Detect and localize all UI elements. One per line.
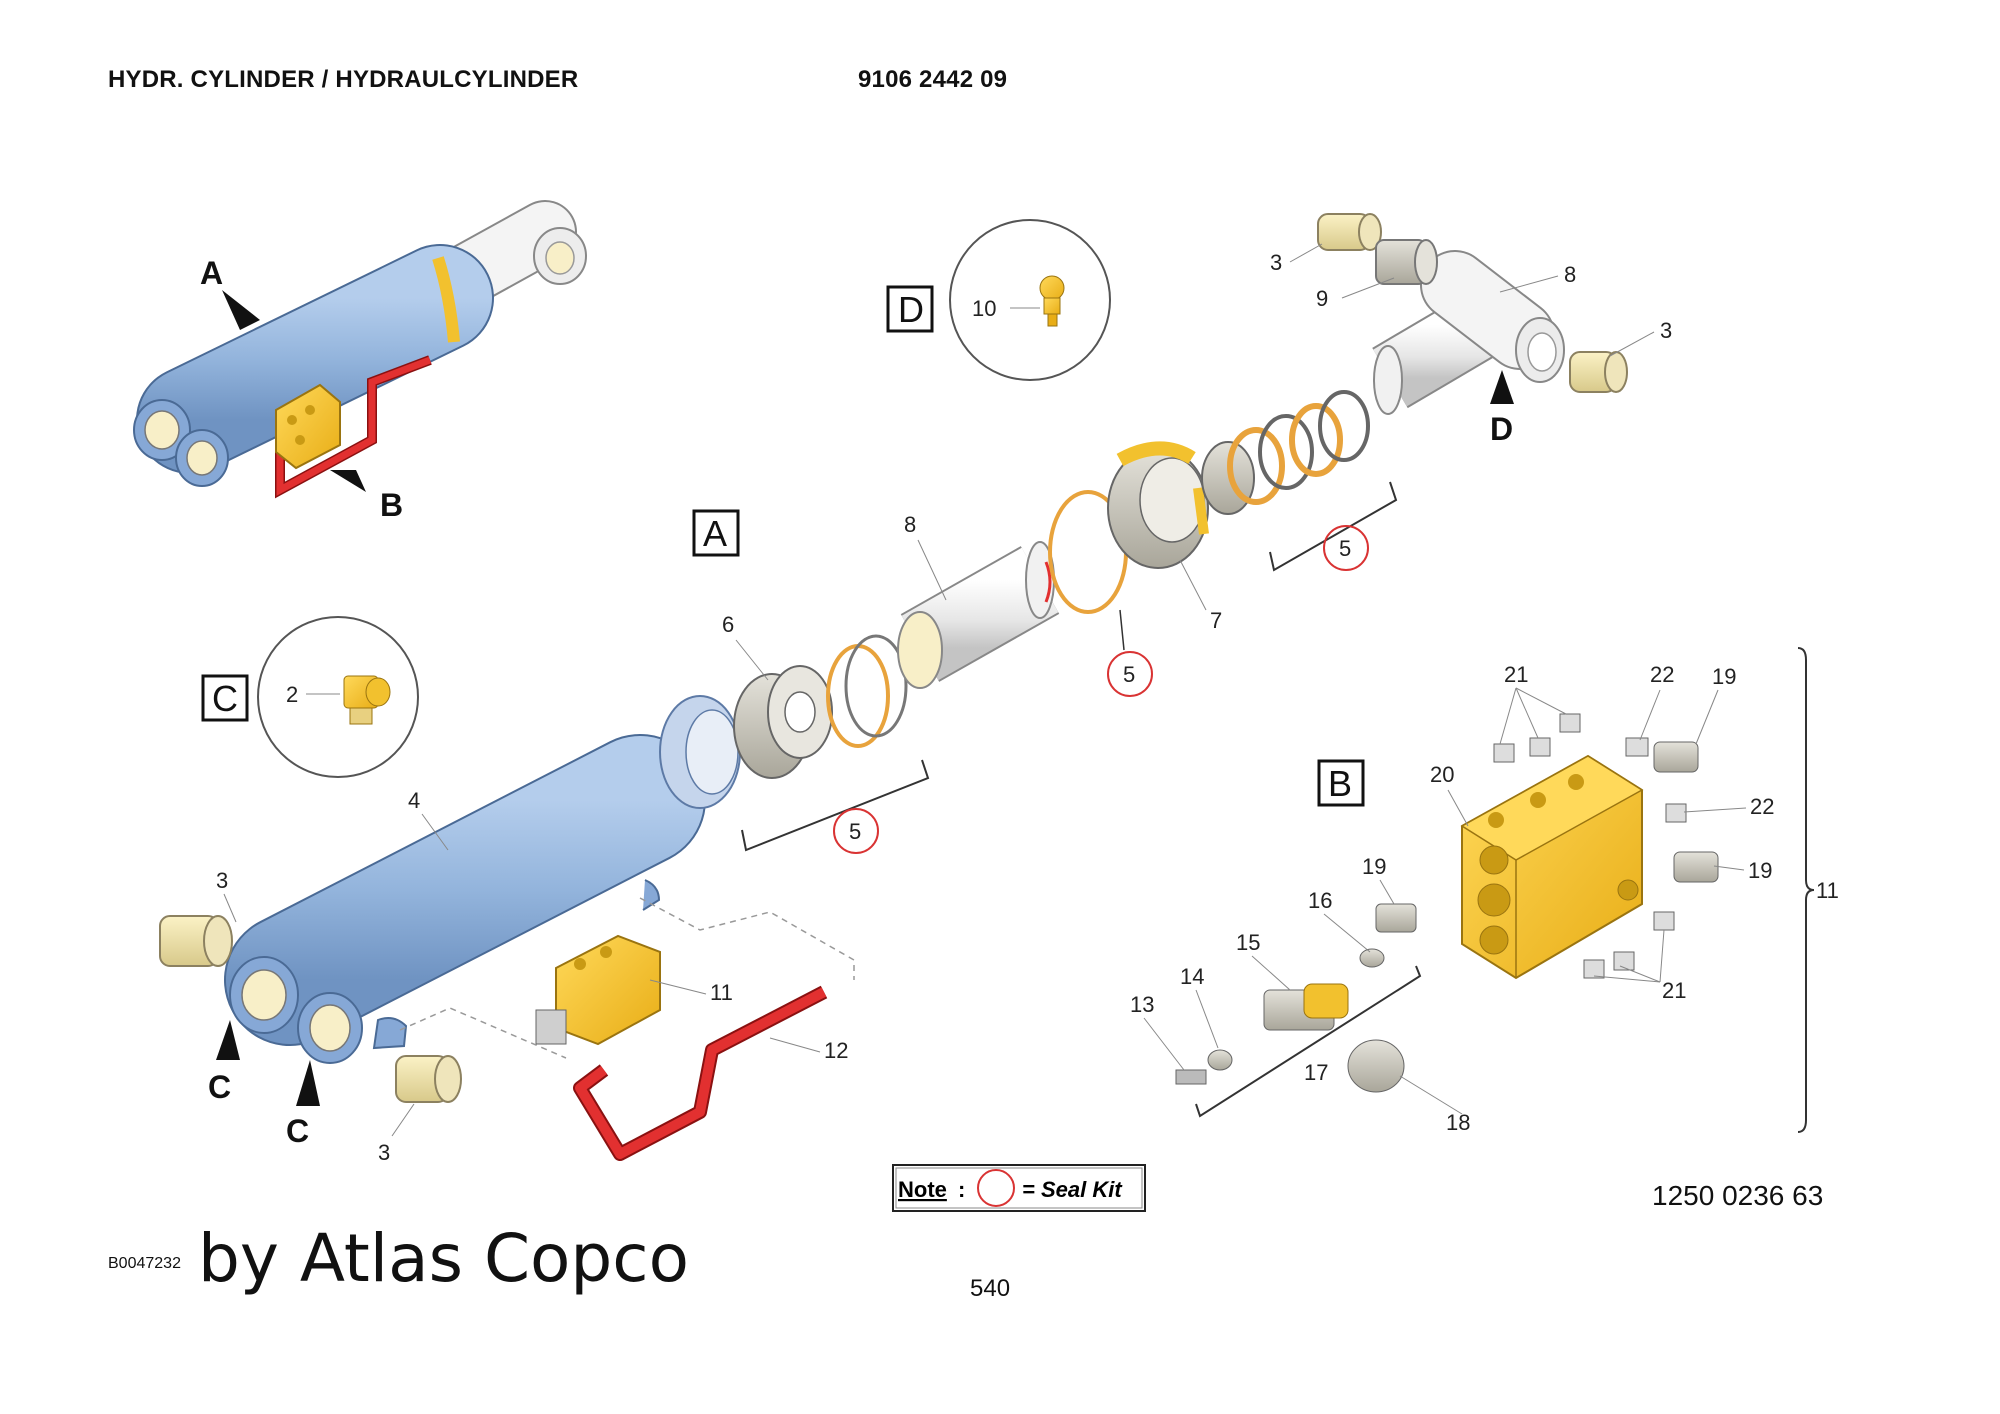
cartridge-bracket [1195,965,1422,1118]
cylinder-head-7 [1107,441,1209,569]
callout-21: 21 [1504,662,1528,687]
bushing-3-top [1317,213,1382,251]
pointer-label-d: D [1490,411,1513,447]
note-label: Note [898,1177,947,1202]
callout-15: 15 [1236,930,1260,955]
angle-grease-nipple-icon [343,675,391,725]
callout-6: 6 [722,612,734,637]
callout-19: 19 [1748,858,1772,883]
note-colon: : [958,1177,965,1202]
document-number: 1250 0236 63 [1652,1180,1824,1211]
callout-18: 18 [1446,1110,1470,1135]
seal-bracket-head [1269,481,1398,572]
valve-block-11 [535,934,661,1046]
pointer-label-c2: C [286,1113,309,1149]
pointer-arrow-a [222,290,260,330]
callout-17: 17 [1304,1060,1328,1085]
piston-seals [826,634,908,748]
callout-22: 22 [1750,794,1774,819]
callout-19: 19 [1362,854,1386,879]
view-box-b [1317,759,1365,807]
callout-numbers: 3 9 8 3 8 6 7 4 3 3 11 12 13 14 15 16 17… [216,250,1839,1165]
callout-9: 9 [1316,286,1328,311]
view-label-b: B [1328,763,1352,804]
callout-3: 3 [378,1140,390,1165]
callout-19: 19 [1712,664,1736,689]
seal-kit-circle [977,1169,1015,1207]
callout-20: 20 [1430,762,1454,787]
bushing-3-bottom [395,1055,462,1103]
head-seals [1201,390,1370,515]
spacer-9 [1375,239,1438,285]
piston-6 [733,665,833,779]
callout-3: 3 [1270,250,1282,275]
pointer-label-a: A [200,255,223,291]
drawing-id: B0047232 [108,1255,181,1272]
pointer-arrow-c2 [296,1060,320,1106]
seal-bracket-piston [741,759,930,852]
cylinder-barrel [224,734,706,1064]
piston-rod-8 [897,541,1060,689]
brand-text: by Atlas Copco [198,1220,689,1297]
bushing-3-left [159,915,233,967]
callout-16: 16 [1308,888,1332,913]
gland-ring [659,695,741,809]
valve-assembly-bracket [1797,647,1815,1133]
callout-14: 14 [1180,964,1204,989]
callout-21: 21 [1662,978,1686,1003]
detail-c: C 2 [201,616,419,778]
overview-hose [276,356,432,496]
pointer-arrow-d [1490,370,1514,404]
diagram-title: HYDR. CYLINDER / HYDRAULCYLINDER [108,66,579,93]
piston-rod-eye-8 [1372,250,1565,415]
overview-cylinder-barrel [133,244,494,487]
callout-3: 3 [216,868,228,893]
view-box-a [692,509,740,557]
pointer-arrow-b [330,470,366,492]
pointer-label-b: B [380,487,403,523]
seal-kit-circle [833,808,879,854]
view-label-a: A [703,513,727,554]
view-label-d: D [898,289,924,330]
page-number: 540 [970,1275,1011,1302]
valve-block-detail [1460,754,1644,980]
seal-leader-oring [1119,609,1125,651]
note-box: Note : = Seal Kit [892,1164,1146,1212]
callout-4: 4 [408,788,420,813]
callout-7: 7 [1210,608,1222,633]
callout-3: 3 [1660,318,1672,343]
seal-kit-circle [1323,525,1369,571]
detail-d: D 10 [886,219,1111,381]
callout-22: 22 [1650,662,1674,687]
callout-2: 2 [286,682,298,707]
callout-11: 11 [1816,878,1839,903]
callout-8: 8 [1564,262,1576,287]
overview-valve-block [275,383,341,470]
hose-route-dashed [639,897,855,980]
callout-11: 11 [710,980,733,1005]
hose-12 [573,985,828,1161]
callout-13: 13 [1130,992,1154,1017]
pointer-label-c1: C [208,1069,231,1105]
grease-nipple-icon [1039,275,1065,327]
callout-5: 5 [1123,662,1135,687]
leader-lines [223,243,1747,1137]
callout-10: 10 [972,296,996,321]
bushing-3-right [1569,351,1628,393]
fittings-detail [1175,713,1719,1093]
note-text: = Seal Kit [1022,1177,1123,1202]
callout-8: 8 [904,512,916,537]
pointer-arrow-c1 [216,1020,240,1060]
seal-kit-markers: 5 5 5 [833,525,1369,854]
assembled-cylinder-overview [133,200,587,499]
callout-12: 12 [824,1038,848,1063]
view-label-c: C [212,678,238,719]
part-number: 9106 2442 09 [858,66,1008,93]
callout-5: 5 [849,819,861,844]
callout-5: 5 [1339,536,1351,561]
seal-kit-circle [1107,651,1153,697]
